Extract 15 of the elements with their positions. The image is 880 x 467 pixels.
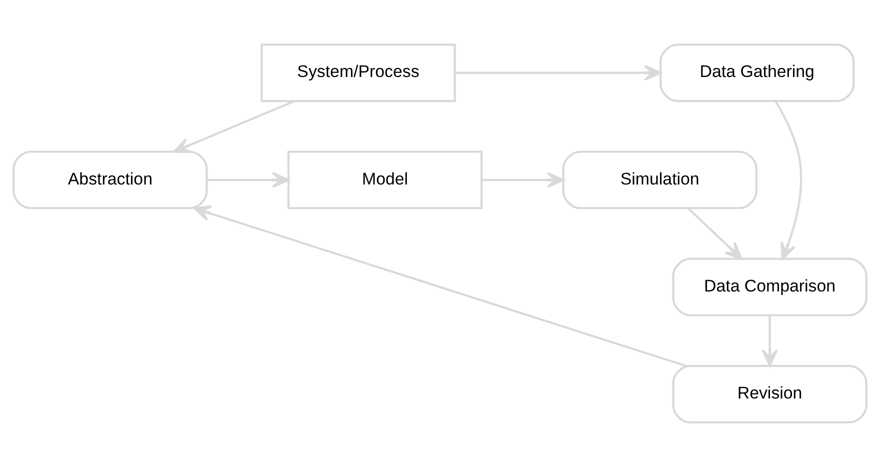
arrow (762, 315, 778, 367)
arrow (482, 172, 564, 188)
node-box: Simulation (562, 150, 758, 210)
arrow (193, 205, 686, 367)
arrow (173, 100, 295, 154)
node-box: Model (287, 150, 483, 210)
node-box: System/Process (260, 44, 456, 102)
node-box: Data Gathering (660, 44, 855, 102)
node-box: Abstraction (12, 150, 208, 210)
node-box: Data Comparison (672, 258, 868, 316)
arrow (206, 172, 290, 188)
arrow (774, 101, 802, 260)
arrow (454, 64, 662, 81)
node-box: Revision (672, 364, 868, 424)
arrow (687, 207, 742, 260)
